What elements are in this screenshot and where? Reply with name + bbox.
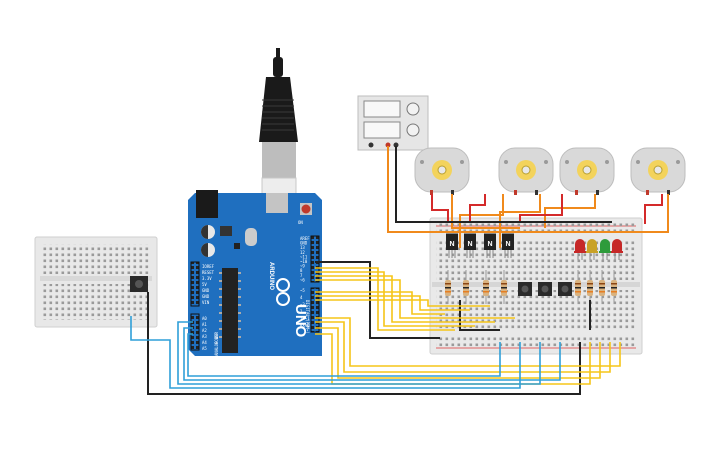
digital-pin-label: RX←0 (300, 323, 310, 328)
led-green[interactable] (599, 239, 611, 260)
analog-header[interactable] (190, 313, 200, 351)
analog-pin-label: A3 (202, 334, 207, 339)
transistor-label: N (505, 241, 510, 248)
analog-pin-label: A2 (202, 328, 207, 333)
led-yellow[interactable] (586, 239, 598, 260)
digital-pin-label: ~3 (300, 302, 305, 307)
resistors[interactable] (445, 270, 617, 304)
reset-button[interactable] (301, 204, 311, 214)
atmega-chip (222, 268, 238, 353)
arduino-logo (276, 278, 290, 306)
pushbuttons-main[interactable] (518, 282, 572, 296)
usb-cable (259, 48, 298, 219)
arduino-brand: ARDUINO (268, 262, 274, 290)
resistor[interactable] (445, 270, 451, 304)
main-breadboard[interactable] (429, 217, 643, 355)
wires-red[interactable] (431, 194, 663, 224)
power-supply[interactable] (357, 95, 429, 151)
power-jack[interactable] (196, 190, 218, 218)
analog-pin-label: A0 (202, 316, 207, 321)
arduino-model: UNO (292, 304, 309, 338)
power-pin-label: 3.3V (202, 276, 212, 281)
resistor[interactable] (575, 270, 581, 304)
motor-3[interactable] (559, 147, 615, 195)
digital-pin-label: 4 (300, 295, 303, 300)
analog-pin-label: A1 (202, 322, 207, 327)
transistor-label: N (487, 241, 492, 248)
digital-header-label: DIGITAL (PWM~) (305, 300, 310, 334)
resistor[interactable] (483, 270, 489, 304)
power-pin-label: IOREF (202, 264, 215, 269)
digital-pin-label: AREF (300, 236, 310, 241)
power-pin-label: RESET (202, 270, 215, 275)
analog-pin-label: A5 (202, 346, 207, 351)
leds[interactable] (574, 239, 623, 260)
led-red-1[interactable] (574, 239, 586, 260)
analog-pin-label: A4 (202, 340, 207, 345)
wires-orange[interactable] (387, 146, 669, 248)
transistor-label: N (467, 241, 472, 248)
digital-header-low[interactable] (310, 287, 320, 333)
resistor[interactable] (599, 270, 605, 304)
usb-port (266, 193, 288, 213)
digital-pin-label: GND (300, 241, 308, 246)
digital-pin-label: ~10 (300, 259, 308, 264)
digital-pin-label: ~5 (300, 288, 305, 293)
digital-pin-label: TX→1 (300, 316, 310, 321)
power-pin-label: GND (202, 288, 210, 293)
led-red-2[interactable] (611, 239, 623, 260)
resistor[interactable] (611, 270, 617, 304)
digital-pin-label: ~9 (300, 264, 305, 269)
digital-pin-label: 2 (300, 309, 303, 314)
resistor[interactable] (463, 270, 469, 304)
digital-header-high[interactable] (310, 235, 320, 283)
power-pin-label: VIN (202, 300, 210, 305)
analog-header-label: ANALOG IN (214, 334, 219, 356)
digital-pin-label: 8 (300, 268, 303, 273)
wires-blue[interactable] (130, 316, 561, 389)
resistor[interactable] (501, 270, 507, 304)
transistor-label: N (449, 241, 454, 248)
power-header[interactable] (190, 261, 200, 307)
motor-4[interactable] (630, 147, 686, 195)
digital-pin-label: 7 (300, 273, 303, 278)
digital-pin-label: 13 (300, 245, 305, 250)
digital-pin-label: ~11 (300, 254, 308, 259)
pushbutton-mini[interactable] (130, 276, 148, 292)
resistor[interactable] (587, 270, 593, 304)
digital-pin-label: 12 (300, 250, 305, 255)
motor-2[interactable] (498, 147, 554, 195)
motors[interactable] (414, 147, 686, 195)
power-pin-label: GND (202, 294, 210, 299)
motor-1[interactable] (414, 147, 470, 195)
power-header-label: POWER (214, 331, 219, 344)
arduino-uno[interactable]: ARDUINO UNO POWER ANALOG IN DIGITAL (PWM… (188, 190, 322, 356)
digital-pin-label: ~6 (300, 277, 305, 282)
power-pin-label: 5V (202, 282, 207, 287)
on-label: ON (298, 220, 303, 225)
